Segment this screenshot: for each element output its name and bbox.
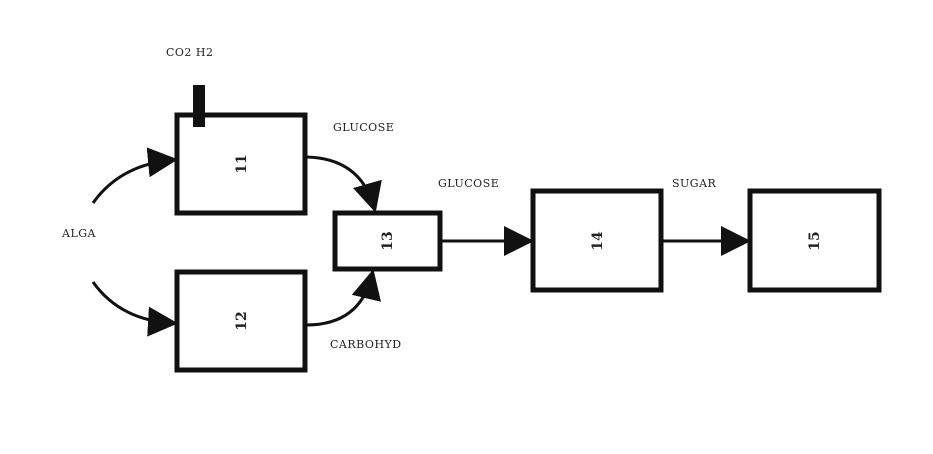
block-e xyxy=(747,188,882,293)
edge-label-d-e: SUGAR xyxy=(672,177,717,190)
block-c xyxy=(332,210,443,272)
input-port-bar xyxy=(193,85,205,127)
input-arrow-to-b xyxy=(91,281,178,337)
block-a-number: 11 xyxy=(234,154,250,173)
block-b xyxy=(174,269,308,373)
block-b-number: 12 xyxy=(234,311,250,330)
input-label: ALGA xyxy=(61,227,97,240)
arrow-b-to-c xyxy=(305,269,381,327)
arrow-a-to-c xyxy=(305,155,382,213)
input-arrow-to-a xyxy=(91,147,178,204)
block-c-number: 13 xyxy=(380,231,396,250)
block-d xyxy=(530,188,664,293)
edge-label-a-c: GLUCOSE xyxy=(333,121,394,134)
edge-label-b-c: CARBOHYD xyxy=(330,338,402,351)
block-e-number: 15 xyxy=(807,231,823,250)
top-input-label: CO2 H2 xyxy=(166,46,214,59)
block-a xyxy=(174,112,308,216)
block-d-number: 14 xyxy=(590,231,606,251)
edge-label-c-d: GLUCOSE xyxy=(438,177,499,190)
